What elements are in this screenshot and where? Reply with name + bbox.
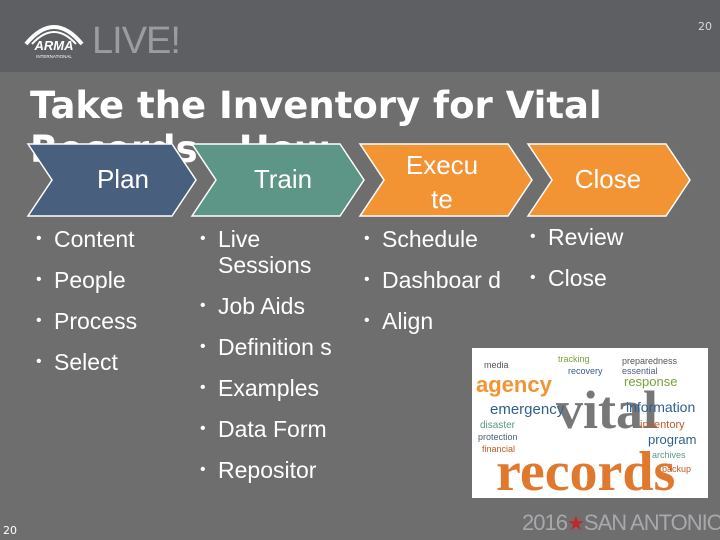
list-item: Definition s [192, 334, 342, 360]
word-recovery: recovery [568, 366, 603, 376]
word-financial: financial [482, 444, 515, 454]
word-media: media [484, 360, 509, 370]
execute-list: Schedule Dashboar d Align [356, 226, 506, 349]
logo-text: ARMA [34, 38, 74, 53]
list-item: Examples [192, 375, 342, 401]
word-program: program [648, 432, 696, 447]
list-item: Data Form [192, 416, 342, 442]
word-backup: backup [662, 464, 691, 474]
word-records: records [496, 441, 675, 498]
word-response: response [624, 374, 677, 389]
vital-records-word-cloud: agency vital records emergency response … [472, 348, 708, 503]
word-preparedness: preparedness [622, 356, 678, 366]
logo-subtext: INTERNATIONAL [36, 54, 72, 59]
step-label-plan: Plan [96, 164, 150, 194]
word-inventory: inventory [640, 419, 685, 431]
list-item: Select [28, 349, 188, 375]
step-label-train: Train [253, 164, 313, 194]
step-label-execute: Execu te [405, 150, 479, 214]
word-essential: essential [622, 366, 658, 376]
slide-title: Take the Inventory for Vital Records - H… [30, 84, 602, 171]
word-disaster: disaster [480, 420, 516, 431]
close-list: Review Close [522, 224, 672, 306]
word-agency: agency [476, 372, 553, 397]
list-item: Align [356, 308, 506, 334]
word-tracking: tracking [558, 354, 590, 364]
list-item: Live Sessions [192, 226, 342, 278]
list-item: Schedule [356, 226, 506, 252]
slide-number: 20 [698, 20, 712, 33]
star-icon: ★ [566, 513, 585, 535]
list-item: Dashboar d [356, 267, 506, 293]
footer-city: SAN ANTONIO [583, 510, 720, 535]
word-vital: vital [556, 380, 658, 440]
list-item: Job Aids [192, 293, 342, 319]
slide-number-bottom: 20 [3, 524, 17, 537]
step-label-close: Close [574, 164, 642, 194]
slide-header: ARMA INTERNATIONAL LIVE! 20 [0, 0, 720, 72]
word-information: information [626, 399, 695, 415]
list-item: Content [28, 226, 188, 252]
footer-year: 2016 [522, 510, 568, 535]
arma-logo: ARMA INTERNATIONAL [24, 25, 84, 59]
list-item: Process [28, 308, 188, 334]
list-item: People [28, 267, 188, 293]
list-item: Review [522, 224, 672, 250]
list-item: Close [522, 265, 672, 291]
word-protection: protection [478, 432, 518, 442]
footer-brand: 2016★SAN ANTONIO [522, 510, 720, 536]
list-item: Repositor [192, 457, 342, 483]
word-archives: archives [652, 450, 686, 460]
word-cloud-graphic: agency vital records emergency response … [476, 354, 696, 503]
live-logo-text: LIVE! [92, 20, 181, 62]
train-list: Live Sessions Job Aids Definition s Exam… [192, 226, 342, 498]
plan-list: Content People Process Select [28, 226, 188, 390]
word-emergency: emergency [490, 401, 565, 418]
